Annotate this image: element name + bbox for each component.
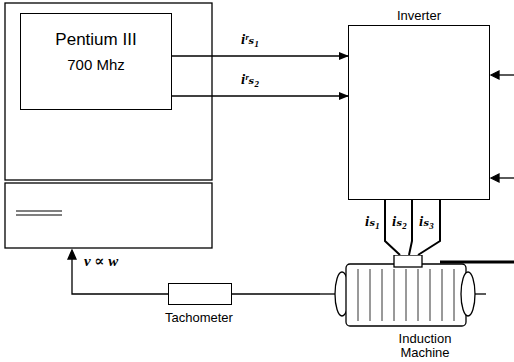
reference-current-arrow xyxy=(172,95,348,96)
induction-machine: Induction Machine xyxy=(320,255,490,330)
cpu-screen: Pentium III 700 Mhz xyxy=(20,13,172,110)
speed-signal-label: v ∝ w xyxy=(84,252,118,270)
computer-base xyxy=(5,183,212,248)
monitor-housing xyxy=(5,3,212,180)
current-label: iₛ₁ xyxy=(364,212,381,230)
motor-outline xyxy=(320,255,490,330)
node-title: Inverter xyxy=(349,8,489,23)
current-label: iₛ₃ xyxy=(418,212,435,230)
feedback-wire xyxy=(491,71,514,182)
sensor-wire xyxy=(440,261,514,264)
speed-signal-wire xyxy=(68,250,168,294)
node-title: Induction Machine xyxy=(380,332,470,360)
phase-wire xyxy=(409,200,412,255)
tachometer: Tachometer xyxy=(168,283,232,305)
current-label: iʳₛ₂ xyxy=(240,70,260,88)
clock-speed: 700 Mhz xyxy=(67,56,125,73)
processor-name: Pentium III xyxy=(55,30,136,50)
drive-slot xyxy=(16,210,62,211)
reference-current-arrow xyxy=(172,55,348,56)
drive-slot xyxy=(16,214,62,215)
inverter-box: Inverter xyxy=(348,25,490,200)
phase-wire xyxy=(418,200,440,255)
node-title: Tachometer xyxy=(165,310,233,325)
tachometer-shaft xyxy=(232,293,320,294)
current-label: iₛ₂ xyxy=(391,212,408,230)
current-label: iʳₛ₁ xyxy=(240,30,260,48)
